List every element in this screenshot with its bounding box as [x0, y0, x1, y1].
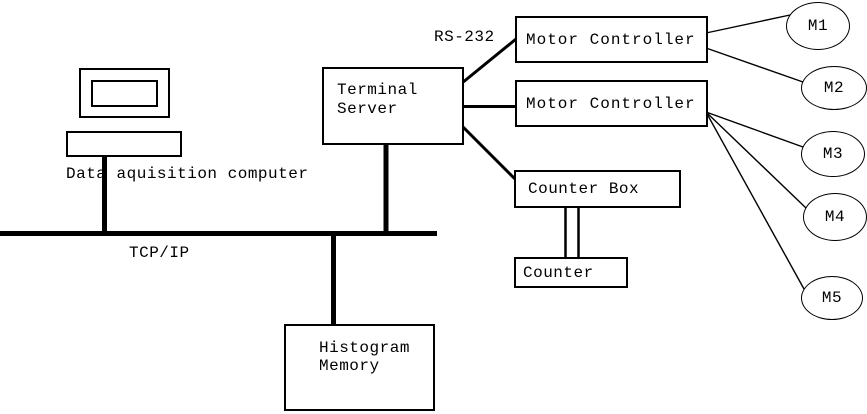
terminal-server-to-motor-controller-1-line: [461, 37, 517, 85]
motor-controller-2-to-m3-line: [705, 111, 804, 148]
motor-m3-node: M3: [801, 131, 865, 177]
rs232-label: RS-232: [434, 28, 495, 46]
terminal-server-to-counter-box-line: [460, 124, 518, 182]
counter-box: Counter Box: [514, 170, 681, 208]
motor-m4-node: M4: [803, 193, 867, 241]
motor-controller-1-to-m2-line: [705, 47, 804, 83]
motor-controller-1-to-m1-line: [705, 14, 791, 34]
computer-label: Data aquisition computer: [66, 165, 309, 183]
monitor-screen-icon: [91, 80, 158, 107]
motor-m5-node: M5: [801, 276, 863, 320]
motor-controller-2-box: Motor Controller: [515, 80, 708, 127]
motor-m2-node: M2: [801, 66, 867, 110]
terminal-server-box: Terminal Server: [322, 67, 464, 145]
motor-controller-1-box: Motor Controller: [515, 16, 708, 63]
histogram-memory-box: Histogram Memory: [284, 324, 435, 411]
tcpip-label: TCP/IP: [129, 244, 190, 262]
motor-controller-2-to-m4-line: [705, 111, 807, 209]
keyboard-icon: [66, 131, 182, 157]
motor-controller-2-to-m5-line: [705, 111, 805, 290]
motor-m1-node: M1: [786, 2, 850, 50]
counter-box-small: Counter: [514, 257, 628, 288]
